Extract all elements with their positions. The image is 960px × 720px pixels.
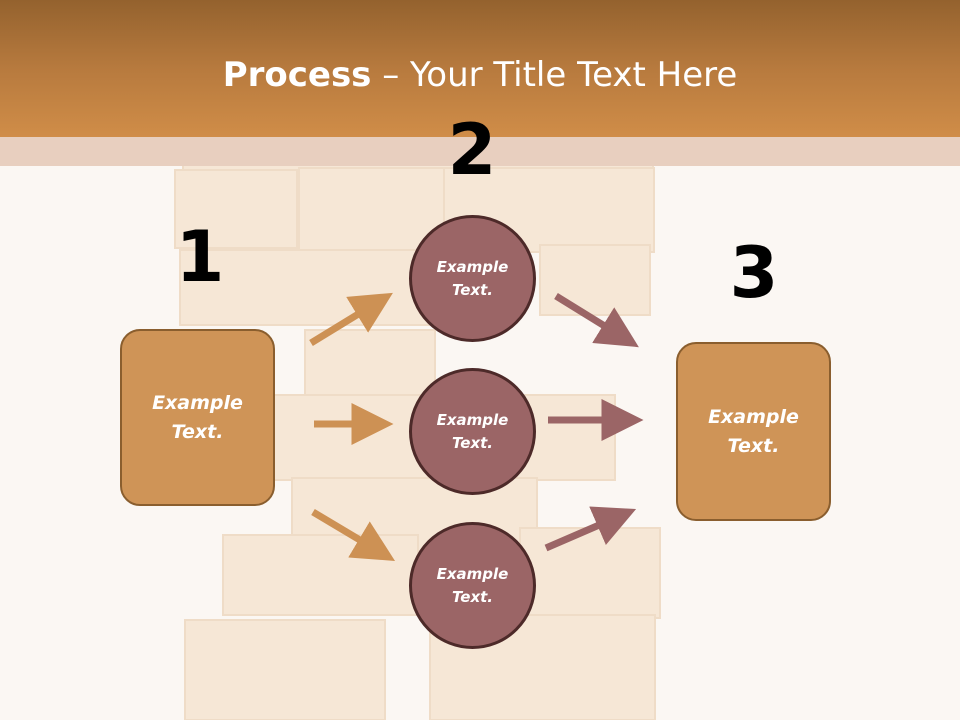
step-1-box: Example Text. [120,329,275,506]
arrow-circle-3-to-right [544,506,637,552]
step-number-2: 2 [447,109,497,191]
step-2-circle-middle: Example Text. [409,368,536,495]
title-bold-part: Process [222,55,372,95]
step-2-circle-bottom: Example Text. [409,522,536,649]
step-3-box: Example Text. [676,342,831,521]
arrow-left-to-circle-3 [311,508,396,561]
step-1-label: Example Text. [152,391,243,443]
title-bar [0,0,960,137]
step-2-circle-top: Example Text. [409,215,536,342]
circle-bottom-label: Example Text. [436,564,509,606]
arrow-circle-1-to-right [554,293,639,348]
step-3-label: Example Text. [708,405,799,457]
slide-title: Process – Your Title Text Here [0,50,960,100]
step-number-1: 1 [175,216,225,298]
title-rest: – Your Title Text Here [371,55,738,95]
circle-middle-label: Example Text. [436,410,509,452]
title-bar-band [0,137,960,166]
step-number-3: 3 [729,232,779,314]
circle-top-label: Example Text. [436,257,509,299]
arrow-left-to-circle-1 [309,292,393,346]
